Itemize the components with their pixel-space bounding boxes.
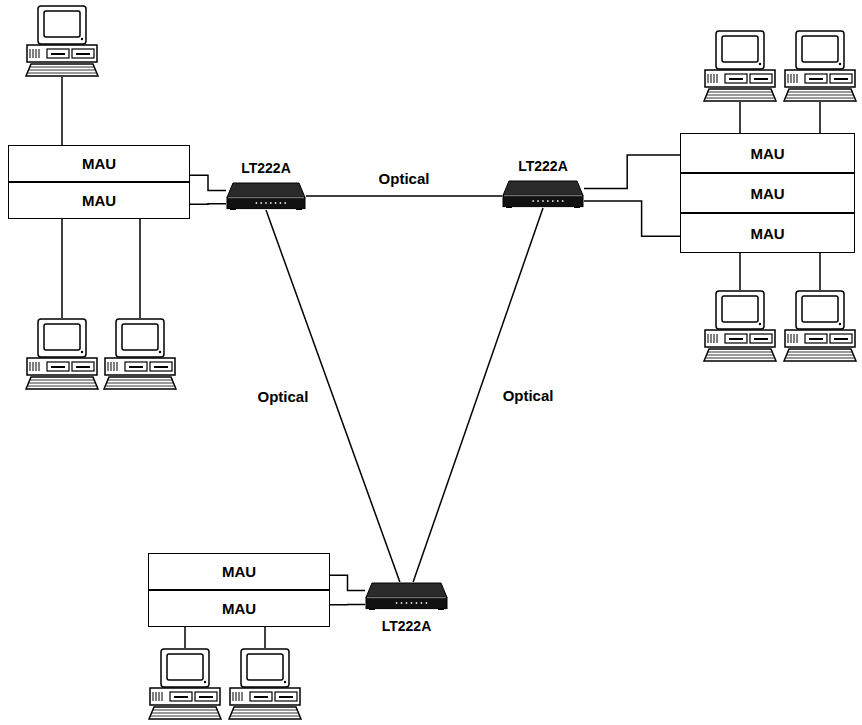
link-label: Optical [376,170,433,187]
mau-box: MAU [148,553,330,590]
mau-box: MAU [148,590,330,627]
device-body [226,182,306,210]
device-label: LT222A [241,160,291,176]
converter-device: LT222A [365,582,448,610]
device-label: LT222A [382,618,432,634]
mau-box: MAU [680,133,855,173]
box-label: MAU [222,600,256,617]
mau-box: MAU [8,145,190,182]
link-label: Optical [500,387,557,404]
cable [190,175,226,190]
device-label: LT222A [518,158,568,174]
optical-link [306,195,502,197]
mau-box: MAU [680,173,855,213]
box-label: MAU [222,563,256,580]
box-label: MAU [750,225,784,242]
device-body [365,582,448,610]
mau-box: MAU [8,182,190,219]
cable [330,604,365,606]
cable [584,155,680,188]
cable [190,203,226,205]
box-label: MAU [750,145,784,162]
converter-device: LT222A [502,180,584,208]
box-label: MAU [82,155,116,172]
link-label: Optical [255,388,312,405]
converter-device: LT222A [226,182,306,210]
cable [330,575,365,590]
box-label: MAU [750,185,784,202]
cable [584,201,680,236]
device-body [502,180,584,208]
mau-box: MAU [680,213,855,253]
box-label: MAU [82,192,116,209]
